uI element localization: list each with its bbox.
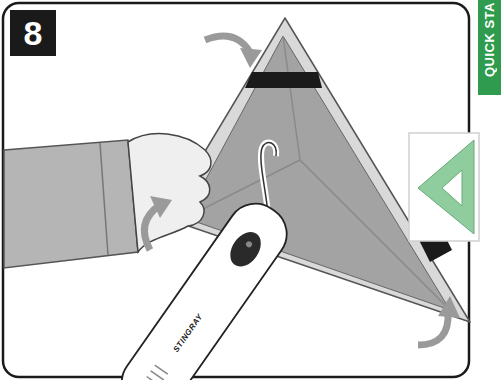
mop-button xyxy=(224,226,267,272)
arrow-head xyxy=(150,196,172,218)
mop-hook xyxy=(261,142,276,214)
arrow-head xyxy=(240,48,262,68)
mop-hook xyxy=(261,142,276,214)
steam-mop xyxy=(111,193,298,380)
hand xyxy=(128,134,211,252)
arm xyxy=(4,140,138,268)
sleeve-line xyxy=(100,143,108,255)
rotation-arrow xyxy=(418,312,448,345)
panel-frame xyxy=(3,3,469,377)
section-tab: QUICK STA xyxy=(478,0,501,95)
inset-frame xyxy=(409,133,479,241)
mop-grip xyxy=(147,365,168,380)
tab-title: QUICK STA xyxy=(482,2,497,77)
pad-thumbnail xyxy=(418,140,474,234)
mop-light xyxy=(245,240,253,248)
mop-body xyxy=(111,193,298,380)
step-number-box: 8 xyxy=(10,10,56,56)
pad-thumbnail-hole xyxy=(442,170,462,206)
step-number: 8 xyxy=(24,14,43,53)
arrow-head xyxy=(438,296,460,318)
velcro-strap xyxy=(245,72,322,88)
